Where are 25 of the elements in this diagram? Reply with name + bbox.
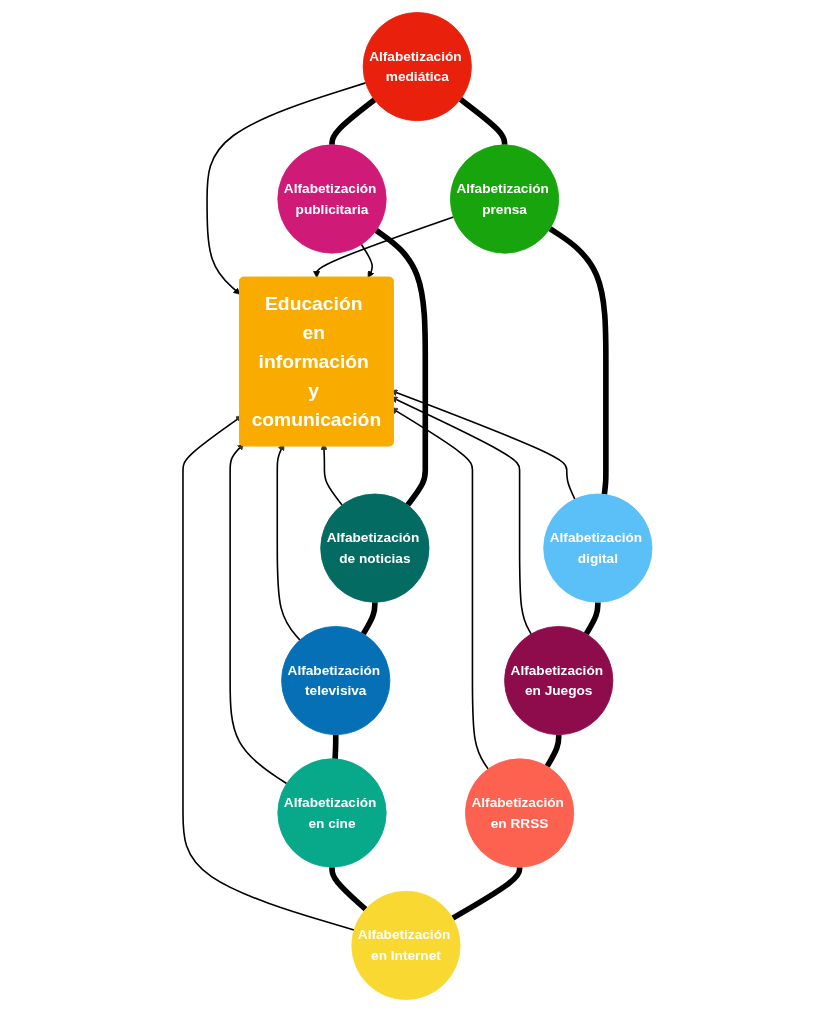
connector (374, 228, 429, 507)
connector (583, 601, 601, 636)
node-circle: Alfabetización en cine (277, 758, 387, 868)
arrow (182, 415, 355, 931)
node-circle: Alfabetización en RRSS (465, 758, 575, 868)
node-circle: Alfabetización en Juegos (504, 626, 614, 736)
node-circle: Alfabetización prensa (450, 144, 560, 254)
node-circle: Alfabetización televisiva (281, 626, 391, 736)
connector (548, 226, 609, 496)
arrow (313, 216, 455, 278)
node-circle: Alfabetización publicitaria (277, 144, 387, 254)
connector (458, 97, 508, 146)
connector (451, 866, 523, 921)
node-circle: Alfabetización digital (543, 493, 653, 603)
connector (332, 733, 339, 760)
node-circle: Alfabetización en Internet (351, 890, 461, 1000)
connector (544, 733, 562, 768)
arrow (206, 82, 367, 295)
node-circle: Alfabetización de noticias (320, 493, 430, 603)
connector (360, 601, 378, 636)
connector (329, 866, 368, 912)
node-circle: Alfabetización mediática (362, 12, 472, 122)
connector (329, 97, 377, 146)
arrow (229, 443, 288, 785)
arrow (360, 243, 375, 278)
